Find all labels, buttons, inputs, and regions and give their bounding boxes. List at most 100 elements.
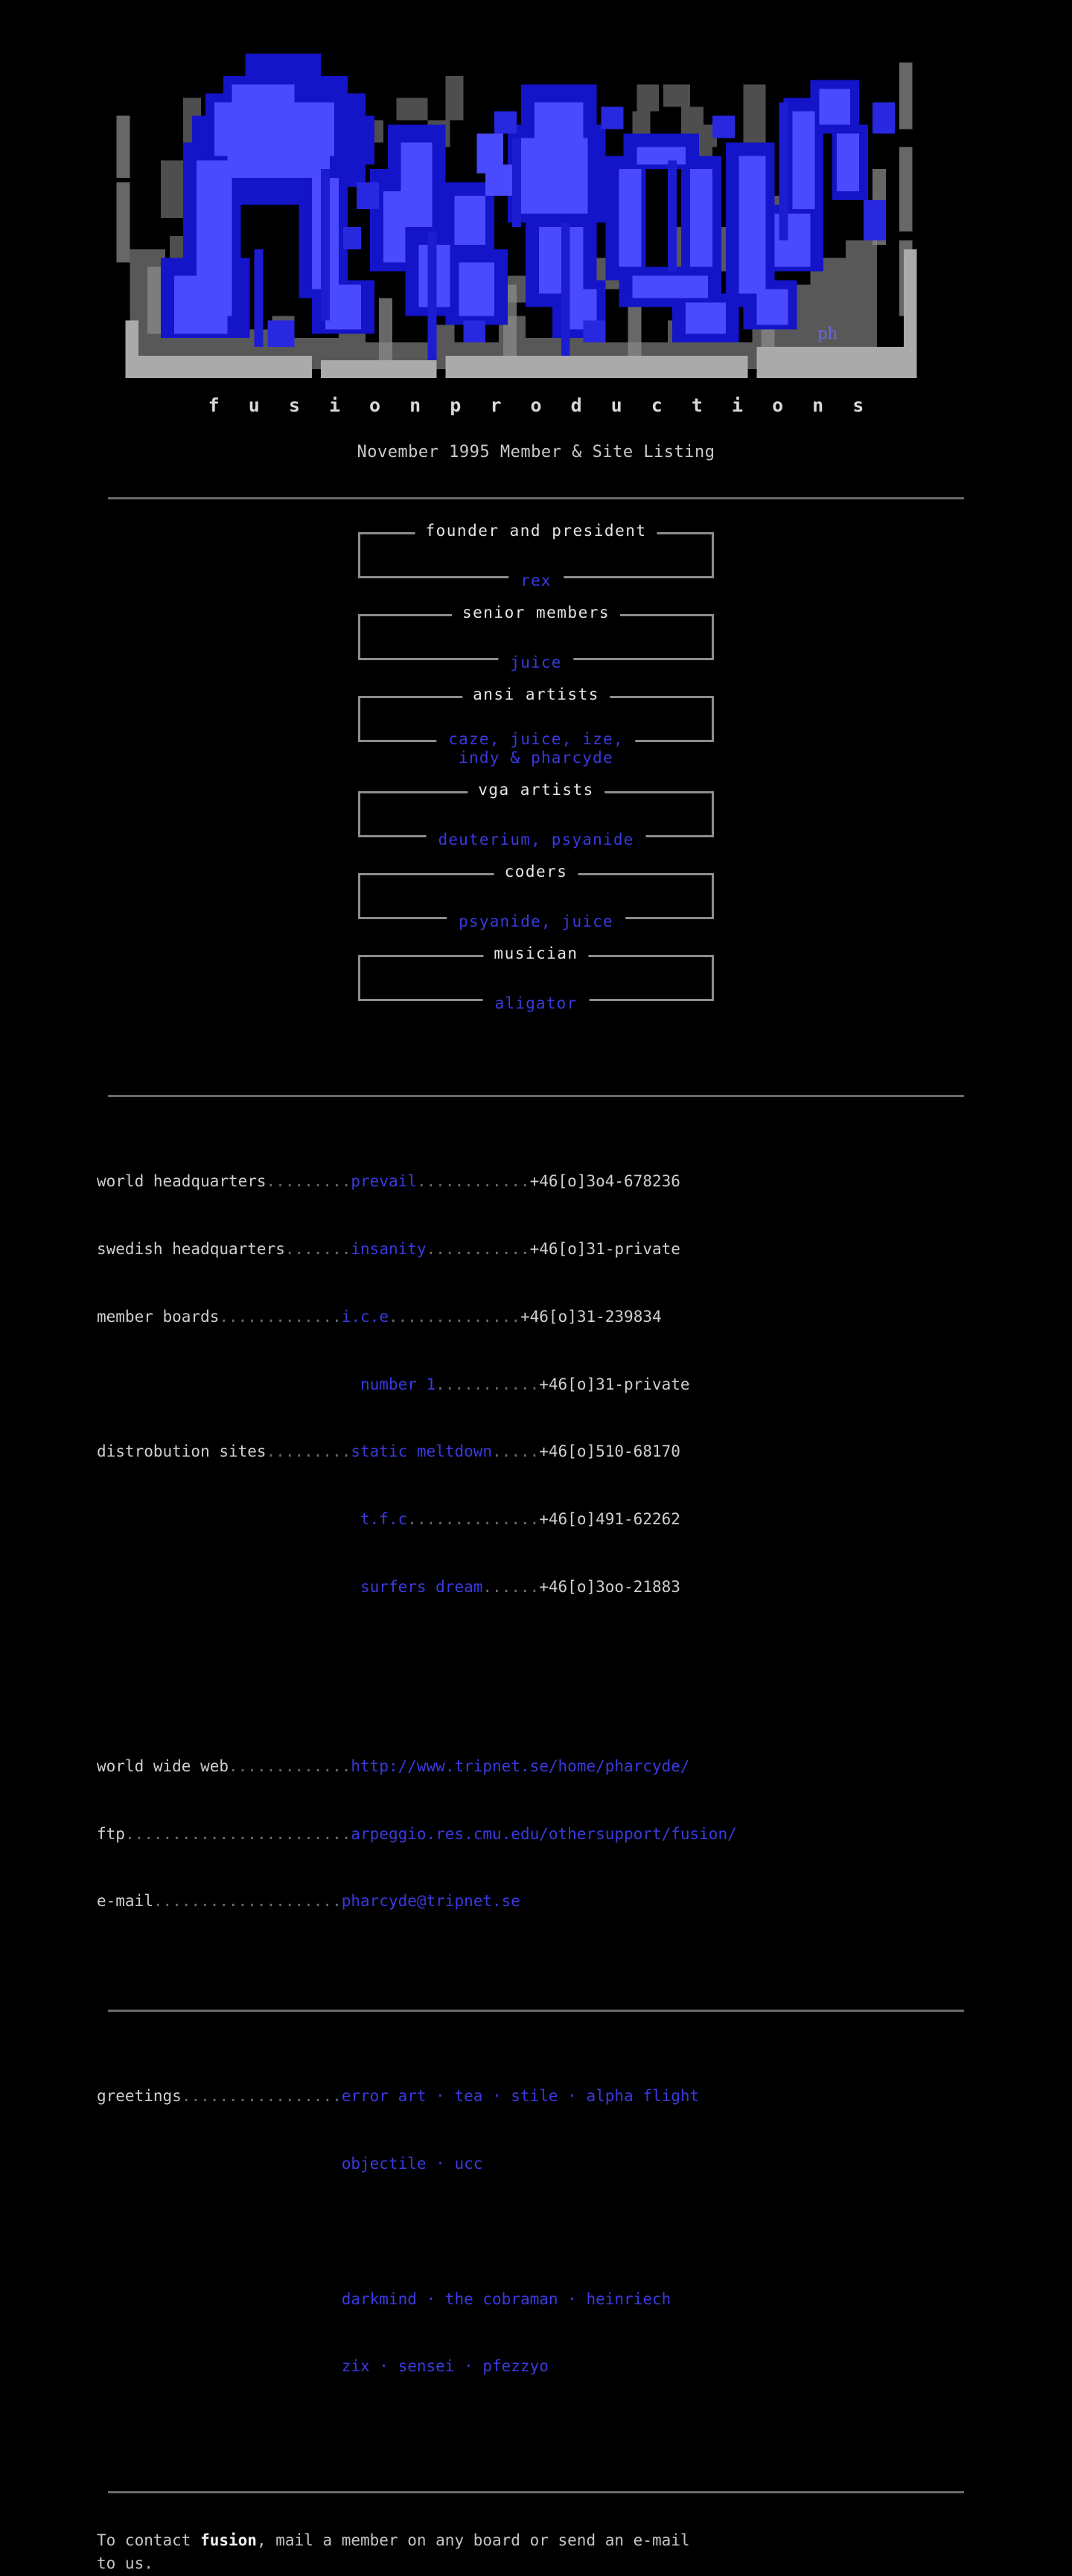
- board-name: i.c.e: [341, 1307, 389, 1326]
- member-box-names: psyanide, juice: [447, 913, 625, 932]
- board-dots: .........: [266, 1442, 351, 1461]
- greetings-row: zix · sensei · pfezzyo: [97, 2355, 975, 2377]
- board-dots-2: .....: [492, 1442, 540, 1461]
- greetings-row: darkmind · the cobraman · heinriech: [97, 2288, 975, 2310]
- page-title: f u s i o n p r o d u c t i o n s: [208, 394, 873, 416]
- member-box-names: caze, juice, ize, indy & pharcyde: [436, 729, 636, 768]
- board-name: static meltdown: [351, 1442, 493, 1461]
- internet-label: world wide web: [97, 1757, 229, 1775]
- divider-boards: [108, 1095, 964, 1097]
- internet-value-web[interactable]: http://www.tripnet.se/home/pharcyde/: [351, 1757, 690, 1775]
- board-label: [97, 1578, 360, 1596]
- internet-row: world wide web.............http://www.tr…: [97, 1755, 975, 1777]
- board-dots-2: ..............: [388, 1307, 520, 1326]
- member-box-names: juice: [498, 653, 574, 673]
- board-name: t.f.c: [360, 1509, 408, 1528]
- greetings-label: greetings: [97, 2087, 182, 2106]
- board-dots-2: ...........: [436, 1375, 540, 1393]
- member-names-line-2: indy & pharcyde: [459, 749, 613, 767]
- internet-row: ftp........................arpeggio.res.…: [97, 1823, 975, 1845]
- footer-text-c: , mail a member on any board or send an …: [256, 2531, 690, 2549]
- footer-text-line2: to us.: [97, 2554, 153, 2573]
- greetings-line-2: objectile · ucc: [341, 2155, 483, 2173]
- member-box-title: ansi artists: [462, 685, 610, 703]
- board-row: t.f.c..............+46[o]491-62262: [97, 1508, 975, 1530]
- board-row: swedish headquarters.......insanity.....…: [97, 1238, 975, 1260]
- board-listing: world headquarters.........prevail......…: [97, 1125, 975, 1643]
- greetings-row: greetings.................error art · te…: [97, 2085, 975, 2107]
- footer-contact-note: To contact fusion, mail a member on any …: [97, 2529, 975, 2576]
- member-box-names: rex: [508, 572, 564, 591]
- board-name: prevail: [351, 1172, 417, 1191]
- board-row: member boards.............i.c.e.........…: [97, 1305, 975, 1328]
- greetings-indent: [97, 2290, 342, 2308]
- greetings-row: [97, 2220, 975, 2243]
- board-dots-2: ............: [416, 1172, 530, 1191]
- page-subtitle: November 1995 Member & Site Listing: [357, 443, 715, 461]
- internet-label: e-mail: [97, 1892, 153, 1911]
- member-box-ansi-artists: ansi artists caze, juice, ize, indy & ph…: [358, 685, 714, 768]
- board-name: surfers dream: [360, 1577, 483, 1596]
- divider-footer: [108, 2490, 964, 2493]
- member-box-musician: musician aligator: [358, 945, 714, 1014]
- board-label: distrobution sites: [97, 1442, 267, 1461]
- member-box-title: founder and president: [415, 522, 657, 540]
- greetings-dots: .................: [181, 2087, 342, 2106]
- member-box-names: aligator: [482, 994, 590, 1014]
- internet-row: e-mail....................pharcyde@tripn…: [97, 1890, 975, 1912]
- member-box-title: vga artists: [468, 781, 604, 799]
- greetings-line-4: darkmind · the cobraman · heinriech: [341, 2289, 671, 2308]
- greetings-listing: greetings.................error art · te…: [97, 2040, 975, 2423]
- board-row: distrobution sites.........static meltdo…: [97, 1440, 975, 1463]
- member-box-title: senior members: [451, 604, 621, 621]
- board-dots: .......: [284, 1240, 351, 1259]
- board-number: +46[o]31-private: [539, 1375, 690, 1393]
- board-label: world headquarters: [97, 1172, 267, 1191]
- fusion-graffiti-logo-icon: [107, 36, 939, 378]
- member-names-line-1: caze, juice, ize,: [448, 729, 624, 748]
- footer-brand: fusion: [200, 2531, 257, 2549]
- board-dots: .........: [266, 1172, 351, 1191]
- divider-greetings: [108, 2009, 964, 2012]
- member-box-title: coders: [494, 863, 578, 880]
- greetings-indent: [97, 2155, 342, 2173]
- internet-value-ftp[interactable]: arpeggio.res.cmu.edu/othersupport/fusion…: [351, 1824, 737, 1843]
- board-number: +46[o]510-68170: [539, 1442, 680, 1461]
- greetings-indent: [97, 2357, 342, 2375]
- internet-listing: world wide web.............http://www.tr…: [97, 1710, 975, 1957]
- board-number: +46[o]31-private: [529, 1240, 680, 1259]
- board-dots-2: ...........: [426, 1240, 530, 1259]
- divider-top: [108, 497, 964, 499]
- footer-text-a: To contact: [97, 2531, 201, 2549]
- board-dots: .............: [219, 1307, 342, 1326]
- board-number: +46[o]31-239834: [520, 1307, 662, 1326]
- board-label: [97, 1375, 360, 1393]
- member-box-coders: coders psyanide, juice: [358, 863, 714, 932]
- board-label: member boards: [97, 1307, 220, 1326]
- internet-dots: .............: [229, 1757, 351, 1775]
- member-list: founder and president rex senior members…: [0, 522, 1072, 1014]
- board-dots-2: ..............: [407, 1509, 540, 1528]
- member-box-senior-members: senior members juice: [358, 604, 714, 673]
- member-box-title: musician: [483, 945, 589, 962]
- member-box-vga-artists: vga artists deuterium, psyanide: [358, 781, 714, 850]
- internet-dots: ........................: [124, 1824, 351, 1843]
- board-row: surfers dream......+46[o]3oo-21883: [97, 1576, 975, 1598]
- member-box-founder: founder and president rex: [358, 522, 714, 591]
- board-name: number 1: [360, 1375, 436, 1393]
- board-label: swedish headquarters: [97, 1240, 285, 1259]
- board-number: +46[o]3oo-21883: [539, 1577, 680, 1596]
- board-dots-2: ......: [482, 1577, 540, 1596]
- internet-value-email[interactable]: pharcyde@tripnet.se: [341, 1892, 520, 1911]
- board-name: insanity: [351, 1240, 427, 1259]
- board-number: +46[o]491-62262: [539, 1509, 680, 1528]
- board-label: [97, 1510, 360, 1528]
- internet-dots: ....................: [153, 1892, 342, 1911]
- board-number: +46[o]3o4-678236: [529, 1172, 680, 1191]
- internet-label: ftp: [97, 1824, 125, 1843]
- greetings-row: objectile · ucc: [97, 2152, 975, 2175]
- member-box-names: deuterium, psyanide: [426, 831, 646, 850]
- greetings-line-1: error art · tea · stile · alpha flight: [341, 2087, 700, 2106]
- board-row: number 1...........+46[o]31-private: [97, 1373, 975, 1396]
